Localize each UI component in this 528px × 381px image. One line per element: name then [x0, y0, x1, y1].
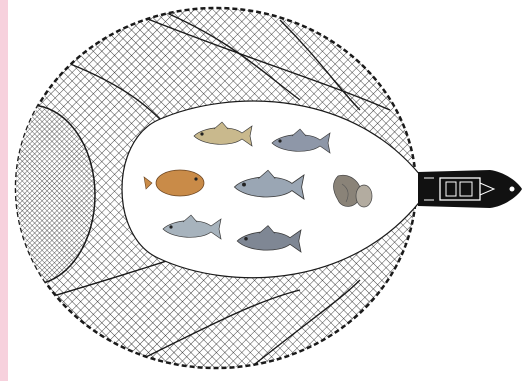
- fishing-vessel: [418, 170, 522, 208]
